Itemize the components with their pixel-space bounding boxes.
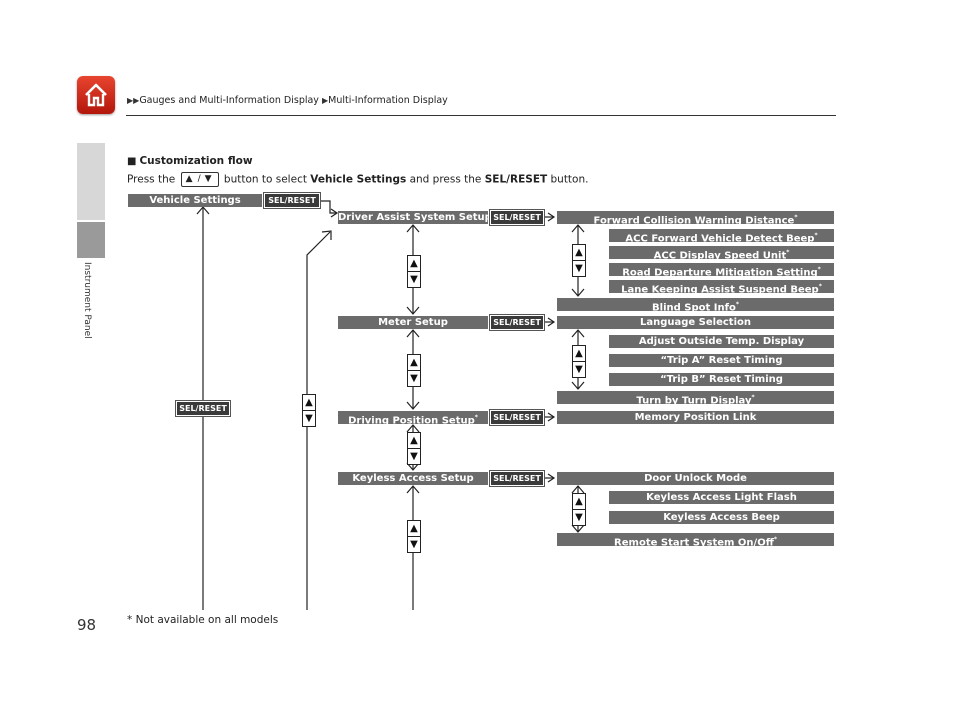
down-arrow-icon: ▼ [407,271,421,288]
home-icon [85,83,107,107]
down-arrow-icon: ▼ [407,536,421,553]
item-remote-start: Remote Start System On/Off* [557,533,834,546]
item-road-departure: Road Departure Mitigation Setting* [609,263,834,276]
page-number: 98 [77,616,97,634]
return-sel-reset-button[interactable]: SEL/RESET [175,400,231,417]
breadcrumb: ▶▶Gauges and Multi-Information Display ▶… [127,95,448,106]
down-arrow-icon: ▼ [407,448,421,465]
up-arrow-icon: ▲ [572,493,586,510]
instruction-text: Press the ▲/▼ button to select Vehicle S… [127,172,589,187]
up-arrow-icon: ▲ [407,255,421,272]
item-turn-by-turn: Turn by Turn Display* [557,391,834,404]
group-driving-position: Driving Position Setup* [338,411,488,424]
group-keyless-access: Keyless Access Setup [338,472,488,485]
header-rule [126,115,836,116]
down-arrow-icon: ▼ [572,509,586,526]
item-memory-position: Memory Position Link [557,411,834,424]
breadcrumb-item-mid[interactable]: Multi-Information Display [328,95,448,106]
item-keyless-light: Keyless Access Light Flash [609,491,834,504]
meter-setup-sel-reset-button[interactable]: SEL/RESET [489,314,545,331]
down-arrow-icon: ▼ [572,361,586,378]
item-language: Language Selection [557,316,834,329]
section-heading: ■Customization flow [127,155,253,167]
item-keyless-beep: Keyless Access Beep [609,511,834,524]
item-blind-spot: Blind Spot Info* [557,298,834,311]
item-acc-forward-detect: ACC Forward Vehicle Detect Beep* [609,229,834,242]
item-lane-keeping: Lane Keeping Assist Suspend Beep* [609,280,834,293]
group-meter-setup: Meter Setup [338,316,488,329]
item-trip-a: “Trip A” Reset Timing [609,354,834,367]
up-arrow-icon: ▲ [407,432,421,449]
root-sel-reset-button[interactable]: SEL/RESET [263,192,321,209]
home-button[interactable] [77,76,115,114]
down-arrow-icon: ▼ [572,260,586,277]
item-forward-collision: Forward Collision Warning Distance* [557,211,834,224]
group-driver-assist: Driver Assist System Setup [338,211,488,224]
breadcrumb-item-gauges[interactable]: Gauges and Multi-Information Display [139,95,319,106]
down-arrow-icon: ▼ [302,410,316,427]
down-arrow-icon: ▼ [407,370,421,387]
keyless-access-sel-reset-button[interactable]: SEL/RESET [489,470,545,487]
up-arrow-icon: ▲ [572,244,586,261]
root-vehicle-settings: Vehicle Settings [128,194,262,207]
up-down-key-icon: ▲/▼ [180,172,219,187]
item-trip-b: “Trip B” Reset Timing [609,373,834,386]
up-arrow-icon: ▲ [407,520,421,537]
footnote: * Not available on all models [127,614,279,626]
driver-assist-sel-reset-button[interactable]: SEL/RESET [489,209,545,226]
sidebar-tab-top [77,143,105,220]
up-arrow-icon: ▲ [302,394,316,411]
up-arrow-icon: ▲ [572,345,586,362]
item-outside-temp: Adjust Outside Temp. Display [609,335,834,348]
driving-position-sel-reset-button[interactable]: SEL/RESET [489,409,545,426]
item-acc-speed-unit: ACC Display Speed Unit* [609,246,834,259]
item-door-unlock: Door Unlock Mode [557,472,834,485]
up-arrow-icon: ▲ [407,354,421,371]
sidebar-tab-active [77,222,105,258]
